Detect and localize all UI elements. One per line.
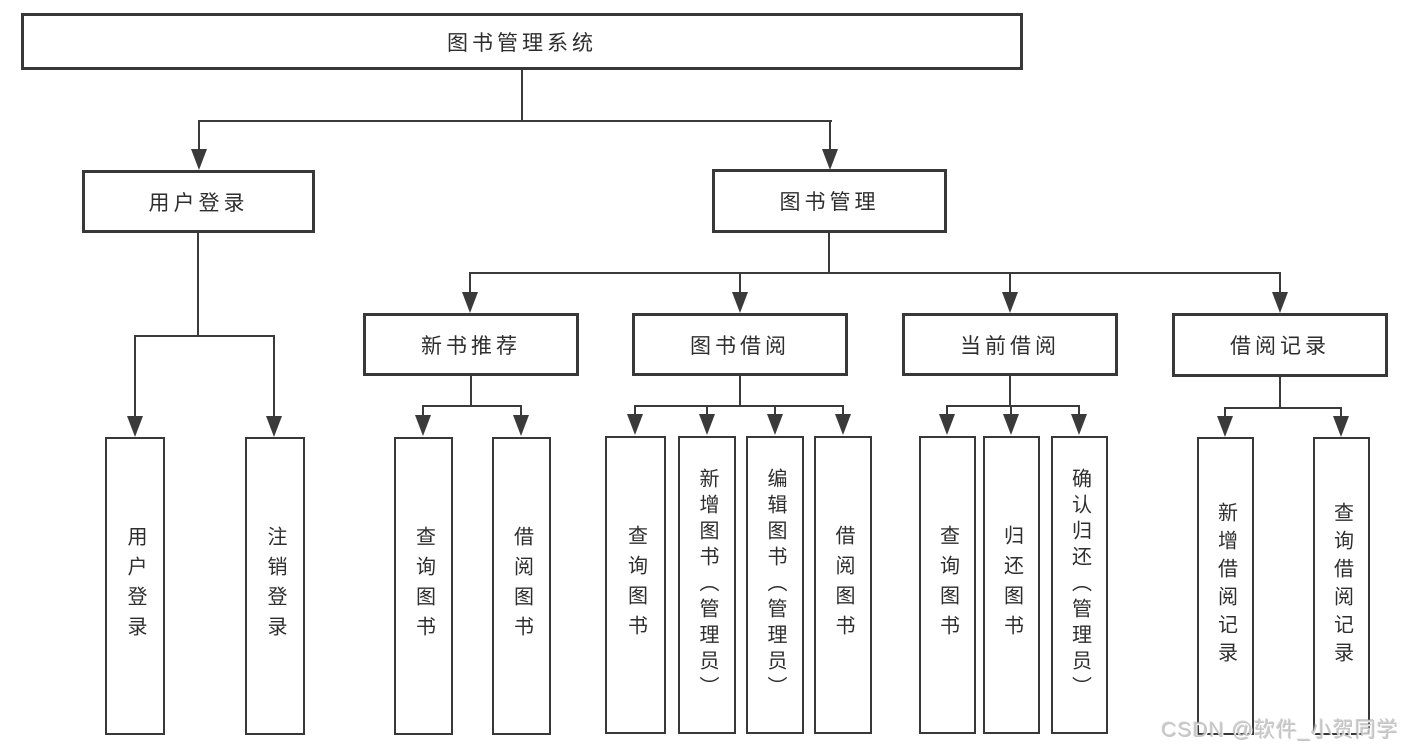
node-current-borrowing: 当前借阅 xyxy=(902,313,1118,376)
leaf-add-books-admin: 新增图书（管理员） xyxy=(678,436,736,734)
leaf-user-login: 用户登录 xyxy=(105,437,165,735)
connector xyxy=(739,376,741,405)
arrow-down-icon xyxy=(415,415,431,436)
node-label: 用户登录 xyxy=(148,191,249,215)
connector xyxy=(634,405,636,417)
arrow-down-icon xyxy=(1333,416,1349,437)
node-label: 图书管理 xyxy=(779,191,880,214)
leaf-query-books-current: 查询图书 xyxy=(919,436,976,734)
connector xyxy=(422,405,424,419)
connector xyxy=(1279,272,1281,294)
connector xyxy=(946,405,1080,407)
arrow-down-icon xyxy=(127,416,143,437)
arrow-down-icon xyxy=(767,414,783,435)
node-label: 当前借阅 xyxy=(960,334,1060,358)
leaf-logout-login: 注销登录 xyxy=(245,437,305,735)
arrow-down-icon xyxy=(1272,292,1288,313)
leaf-add-borrow-record: 新增借阅记录 xyxy=(1197,437,1254,735)
leaf-borrow-books-recommend: 借阅图书 xyxy=(492,437,551,735)
connector xyxy=(134,335,275,337)
connector xyxy=(520,405,522,419)
leaf-label: 查询图书 xyxy=(412,526,435,646)
leaf-label: 借阅图书 xyxy=(510,526,533,646)
leaf-label: 查询图书 xyxy=(624,525,647,645)
node-book-management: 图书管理 xyxy=(712,169,947,233)
connector xyxy=(422,405,522,407)
leaf-borrow-books-borrowing: 借阅图书 xyxy=(814,436,872,734)
connector xyxy=(1279,377,1281,407)
leaf-edit-books-admin: 编辑图书（管理员） xyxy=(746,436,804,734)
leaf-label: 新增图书（管理员） xyxy=(696,468,718,702)
leaf-label: 新增借阅记录 xyxy=(1214,502,1237,670)
connector xyxy=(842,405,844,417)
connector xyxy=(829,120,831,154)
arrow-down-icon xyxy=(513,415,529,436)
leaf-query-borrow-record: 查询借阅记录 xyxy=(1313,437,1370,735)
connector xyxy=(1340,407,1342,419)
leaf-label: 注销登录 xyxy=(264,526,286,646)
arrow-down-icon xyxy=(822,149,838,170)
leaf-label: 确认归还（管理员） xyxy=(1068,468,1091,702)
arrow-down-icon xyxy=(1071,414,1087,435)
connector xyxy=(470,376,472,405)
arrow-down-icon xyxy=(462,292,478,313)
leaf-label: 查询借阅记录 xyxy=(1330,502,1353,670)
connector xyxy=(739,272,741,294)
connector xyxy=(1224,407,1342,409)
connector xyxy=(634,405,844,407)
arrow-down-icon xyxy=(732,292,748,313)
connector xyxy=(521,70,523,121)
node-user-login: 用户登录 xyxy=(82,170,315,233)
leaf-confirm-return-admin: 确认归还（管理员） xyxy=(1051,436,1108,734)
leaf-query-books-borrowing: 查询图书 xyxy=(605,436,666,734)
node-book-borrowing: 图书借阅 xyxy=(632,313,848,376)
leaf-return-books: 归还图书 xyxy=(983,436,1040,734)
connector xyxy=(134,335,136,419)
connector xyxy=(774,405,776,417)
connector xyxy=(469,272,1281,274)
connector xyxy=(1224,407,1226,419)
node-label: 图书管理系统 xyxy=(447,31,597,55)
connector xyxy=(828,233,830,272)
connector xyxy=(198,120,200,154)
leaf-label: 用户登录 xyxy=(124,526,146,646)
connector xyxy=(469,272,471,294)
connector xyxy=(946,405,948,417)
leaf-label: 编辑图书（管理员） xyxy=(764,468,786,702)
connector xyxy=(198,120,832,122)
connector xyxy=(706,405,708,417)
connector xyxy=(1010,405,1012,417)
connector xyxy=(273,335,275,419)
leaf-label: 查询图书 xyxy=(936,525,959,645)
node-label: 图书借阅 xyxy=(690,334,790,358)
arrow-down-icon xyxy=(627,414,643,435)
arrow-down-icon xyxy=(191,149,207,170)
arrow-down-icon xyxy=(1217,416,1233,437)
connector xyxy=(1009,376,1011,405)
connector xyxy=(197,233,199,335)
leaf-label: 借阅图书 xyxy=(832,525,854,645)
csdn-watermark: CSDN @软件_小贺同学 xyxy=(1161,719,1399,742)
arrow-down-icon xyxy=(266,416,282,437)
leaf-label: 归还图书 xyxy=(1000,525,1023,645)
arrow-down-icon xyxy=(1002,292,1018,313)
node-library-management-system: 图书管理系统 xyxy=(21,13,1023,70)
arrow-down-icon xyxy=(699,414,715,435)
node-label: 借阅记录 xyxy=(1230,335,1330,358)
node-label: 新书推荐 xyxy=(421,334,521,358)
connector xyxy=(1009,272,1011,294)
arrow-down-icon xyxy=(939,414,955,435)
arrow-down-icon xyxy=(835,414,851,435)
connector xyxy=(1078,405,1080,417)
arrow-down-icon xyxy=(1003,414,1019,435)
node-borrowing-records: 借阅记录 xyxy=(1172,313,1388,377)
leaf-query-books-recommend: 查询图书 xyxy=(394,437,453,735)
node-new-book-recommendation: 新书推荐 xyxy=(363,313,579,376)
